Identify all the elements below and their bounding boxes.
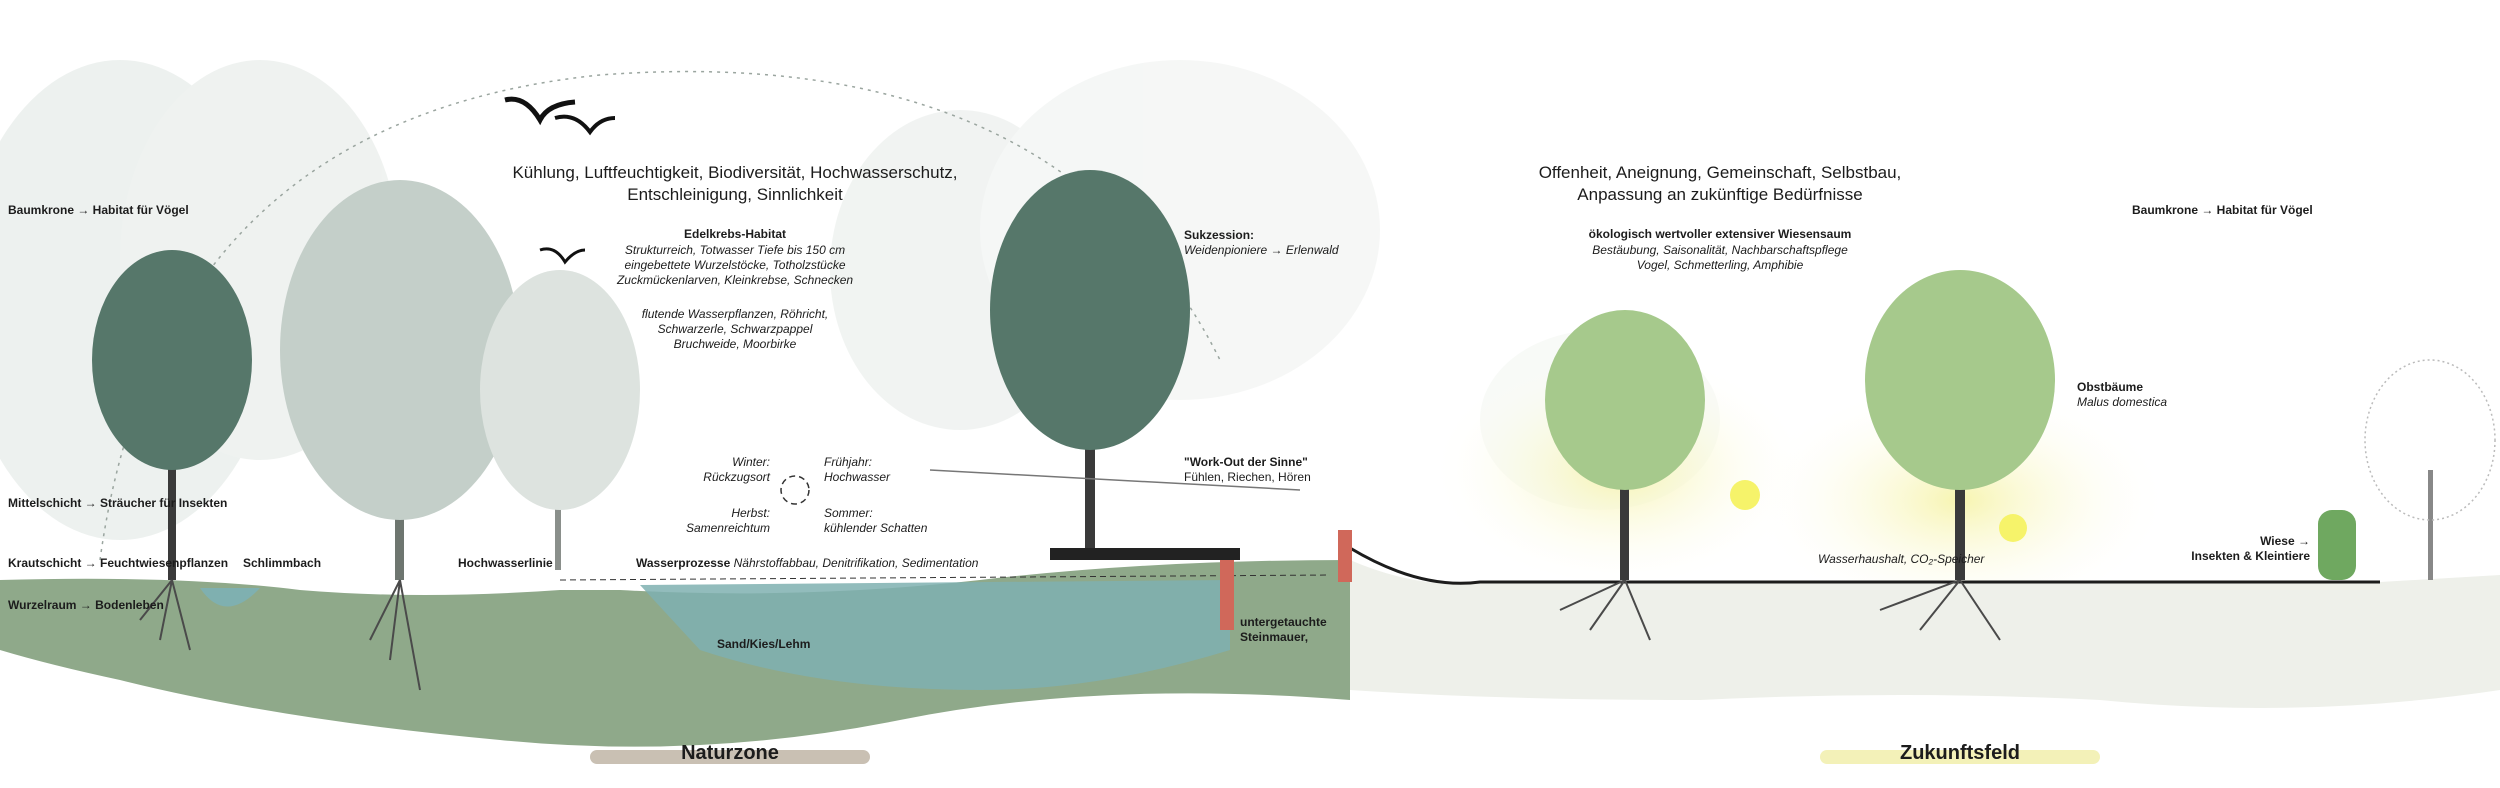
hochwasser-line (559, 574, 1331, 581)
tree-grey-2 (480, 270, 640, 570)
zone-zukunftsfeld-bar (1820, 750, 2100, 764)
bird-icon-2 (554, 114, 616, 136)
schlimmbach-label: Schlimmbach (243, 556, 322, 570)
naturzone-headline-line-1: Kühlung, Luftfeuchtigkeit, Biodiversität… (512, 163, 958, 182)
obst-title: Obstbäume (2077, 380, 2144, 394)
zukunftsfeld-headline-line-1: Offenheit, Aneignung, Gemeinschaft, Selb… (1538, 163, 1902, 182)
season-spring-2: Hochwasser (824, 470, 891, 484)
wiesen-line-1: Bestäubung, Saisonalität, Nachbarschafts… (1592, 243, 1848, 257)
season-summer-1: Sommer: (824, 506, 873, 520)
season-summer-2: kühlender Schatten (824, 521, 928, 535)
baumkrone-label: Baumkrone → Habitat für Vögel (8, 203, 189, 217)
steinmauer-line-1: untergetauchte (1240, 615, 1327, 629)
wiese-line-2: Insekten & Kleintiere (2191, 549, 2310, 563)
naturzone-headline-line-2: Entschleinigung, Sinnlichkeit (627, 185, 843, 204)
wiesen-title: ökologisch wertvoller extensiver Wiesens… (1588, 227, 1852, 241)
zone-zukunftsfeld: Zukunftsfeld (1820, 742, 2100, 772)
sukzession-text: Weidenpioniere → Erlenwald (1184, 243, 1339, 257)
plants-line-3: Bruchweide, Moorbirke (673, 337, 797, 351)
baumkrone-label-right: Baumkrone → Habitat für Vögel (2132, 203, 2313, 217)
habitat-line-1: Strukturreich, Totwasser Tiefe bis 150 c… (624, 243, 846, 257)
bird-icon-3 (539, 247, 586, 265)
wasserprozesse-label: Wasserprozesse Nährstoffabbau, Denitrifi… (636, 556, 978, 571)
zukunftsfeld-headline-line-2: Anpassung an zukünftige Bedürfnisse (1577, 185, 1863, 204)
hedge (2318, 510, 2356, 580)
mittelschicht-label: Mittelschicht → Sträucher für Insekten (8, 496, 228, 510)
hochwasserlinie-label: Hochwasserlinie (458, 556, 553, 570)
smiley-icon (1999, 514, 2027, 542)
habitat-line-2: eingebettete Wurzelstöcke, Totholzstücke (624, 258, 846, 272)
habitat-title: Edelkrebs-Habitat (683, 227, 787, 241)
wasserhaushalt-label: Wasserhaushalt, CO₂-Speicher (1818, 552, 1985, 566)
tree-green-1 (1545, 310, 1705, 580)
bird-icon (504, 96, 576, 126)
tree-grey-1 (280, 180, 520, 580)
sand-label: Sand/Kies/Lehm (717, 637, 811, 651)
habitat-line-3: Zuckmückenlarven, Kleinkrebse, Schnecken (616, 273, 854, 287)
tree-dark-right (990, 170, 1190, 560)
naturzone-headline: Kühlung, Luftfeuchtigkeit, Biodiversität… (500, 162, 970, 206)
edge-wall (1338, 530, 1352, 582)
wiese-line-1: Wiese → (2260, 534, 2310, 548)
wasserprozesse-title: Wasserprozesse (636, 556, 731, 570)
zone-zukunftsfeld-label: Zukunftsfeld (1900, 742, 2020, 764)
schlimmbach-creek (200, 588, 260, 607)
zone-naturzone-bar (590, 750, 870, 764)
season-autumn-1: Herbst: (731, 506, 770, 520)
season-spring-1: Frühjahr: (824, 455, 873, 469)
plants-line-1: flutende Wasserpflanzen, Röhricht, (641, 307, 829, 321)
deck (1050, 548, 1240, 560)
soil-zukunftsfeld (1350, 560, 2500, 708)
tree-green-2 (1865, 270, 2055, 580)
microclimate-dome (99, 70, 1221, 561)
plants-line-2: Schwarzerle, Schwarzpappel (657, 322, 813, 336)
zukunftsfeld-headline: Offenheit, Aneignung, Gemeinschaft, Selb… (1510, 162, 1930, 206)
tree-outline-right (2364, 359, 2496, 580)
tree-dark-left (92, 250, 252, 580)
season-cycle-icon (780, 475, 810, 505)
wasserprozesse-text: Nährstoffabbau, Denitrifikation, Sedimen… (733, 556, 979, 570)
zone-naturzone-label: Naturzone (681, 742, 779, 764)
season-winter-2: Rückzugsort (703, 470, 770, 484)
steinmauer-line-2: Steinmauer, (1240, 630, 1309, 644)
sukzession-title: Sukzession: (1184, 228, 1255, 242)
stone-wall (1220, 560, 1234, 630)
wurzelraum-label: Wurzelraum → Bodenleben (8, 598, 164, 612)
zone-naturzone: Naturzone (590, 742, 870, 772)
krautschicht-label: Krautschicht → Feuchtwiesenpflanzen (8, 556, 229, 570)
workout-text: Fühlen, Riechen, Hören (1184, 470, 1311, 484)
workout-title: "Work-Out der Sinne" (1184, 455, 1308, 469)
pond-water (640, 580, 1230, 690)
obst-text: Malus domestica (2077, 395, 2168, 409)
season-winter-1: Winter: (732, 455, 770, 469)
wiesen-line-2: Vogel, Schmetterling, Amphibie (1636, 258, 1804, 272)
roots (139, 579, 2001, 691)
season-autumn-2: Samenreichtum (685, 521, 770, 535)
sign-icon (1730, 480, 1760, 510)
